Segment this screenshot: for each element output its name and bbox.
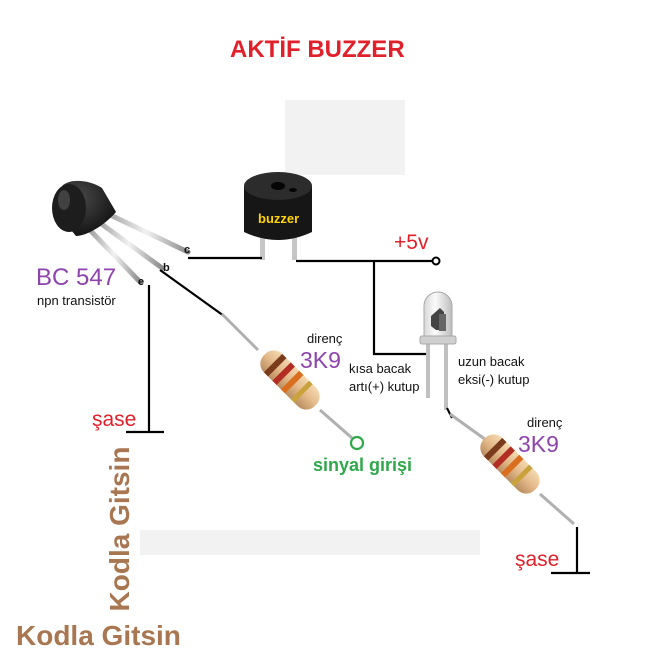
- resistor-1: [220, 312, 353, 440]
- watermark-horizontal: Kodla Gitsin: [16, 620, 181, 651]
- led-short-polarity-label: artı(+) kutup: [349, 379, 420, 394]
- background-shading: [140, 100, 480, 555]
- led-component: [419, 291, 457, 410]
- resistor-1-value: 3K9: [300, 347, 341, 373]
- signal-input-label: sinyal girişi: [313, 455, 413, 475]
- resistor-2-value: 3K9: [518, 431, 559, 457]
- led-long-leg-label: uzun bacak: [458, 354, 525, 369]
- supply-terminal: [431, 256, 441, 266]
- ground-label-1: şase: [92, 408, 137, 431]
- transistor-bc547: [52, 180, 191, 285]
- transistor-type: npn transistör: [37, 293, 116, 308]
- buzzer-label: buzzer: [258, 211, 300, 226]
- diagram-title: AKTİF BUZZER: [230, 36, 405, 63]
- pin-label-collector: c: [184, 244, 191, 256]
- pin-label-base: b: [163, 262, 170, 274]
- buzzer-component: [244, 172, 312, 260]
- watermark-vertical: Kodla Gitsin: [104, 446, 135, 612]
- pin-label-emitter: e: [138, 276, 145, 288]
- resistor-1-caption: direnç: [307, 331, 343, 346]
- ground-label-2: şase: [515, 548, 560, 571]
- resistor-2-caption: direnç: [527, 415, 563, 430]
- wires: [126, 256, 590, 575]
- signal-input-terminal: [349, 435, 365, 451]
- led-short-leg-label: kısa bacak: [349, 361, 412, 376]
- transistor-name: BC 547: [36, 264, 117, 291]
- supply-label: +5v: [394, 231, 429, 254]
- resistor-2: [449, 412, 575, 526]
- led-long-polarity-label: eksi(-) kutup: [458, 372, 530, 387]
